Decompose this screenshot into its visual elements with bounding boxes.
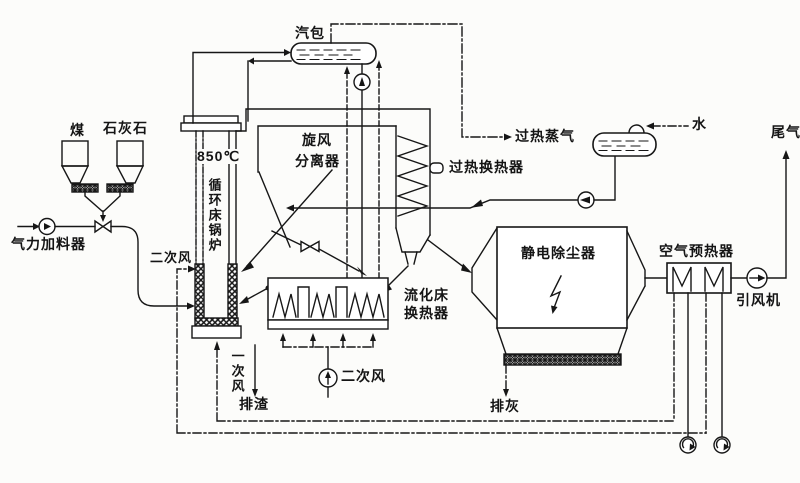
label-cyclone-1: 旋风 <box>302 132 332 148</box>
label-boiler: 循环床锅炉 <box>206 178 222 253</box>
limestone-hopper <box>106 140 145 193</box>
pneumatic-feeder-fan <box>17 217 96 236</box>
label-superheater: 过热换热器 <box>449 159 524 175</box>
label-ash: 排灰 <box>490 398 520 414</box>
saturated-steam-line <box>330 23 512 141</box>
label-slag: 排渣 <box>239 396 269 412</box>
superheater-coil <box>380 135 472 293</box>
coal-feed-line <box>110 225 195 310</box>
induced-draft-fan <box>730 267 768 289</box>
label-pneumatic-feeder: 气力加料器 <box>11 236 86 252</box>
cyclone-separator <box>235 108 431 276</box>
label-esp: 静电除尘器 <box>521 245 596 261</box>
fbhe-air-manifold <box>280 333 376 398</box>
label-superheated-steam: 过热蒸气 <box>515 128 575 144</box>
label-secondary-air-furnace: 二次风 <box>150 250 193 265</box>
label-cyclone-2: 分离器 <box>295 153 340 169</box>
label-fbhe-1: 流化床 <box>404 287 449 303</box>
air-supply-lines <box>673 292 731 454</box>
steam-drum <box>192 42 377 124</box>
water-tank <box>592 122 689 157</box>
ash-discharge-line <box>503 364 509 397</box>
feedwater-line <box>286 155 616 212</box>
tail-gas-line <box>766 150 790 279</box>
slag-discharge-line <box>252 344 258 397</box>
label-air-preheater: 空气预热器 <box>659 243 734 259</box>
evaporator-riser-lines <box>344 60 382 279</box>
fluidized-bed-heat-exchanger <box>267 277 389 330</box>
secondary-air-inlet <box>188 265 196 273</box>
label-steam-drum: 汽包 <box>295 25 325 41</box>
label-primary-air: 一次风 <box>229 349 245 394</box>
label-tail-gas: 尾气 <box>771 124 800 140</box>
coal-hopper <box>60 140 99 193</box>
bottom-distribution-lines <box>176 268 707 434</box>
label-water: 水 <box>692 116 707 132</box>
air-preheater <box>666 262 732 294</box>
label-id-fan: 引风机 <box>736 292 781 308</box>
label-furnace-temperature: 850℃ <box>197 148 241 164</box>
loopseal-return-line <box>239 285 271 304</box>
electrostatic-precipitator <box>471 226 668 366</box>
label-limestone: 石灰石 <box>103 120 148 136</box>
label-coal: 煤 <box>70 122 85 138</box>
label-fbhe-2: 换热器 <box>404 305 449 321</box>
lightning-icon <box>549 275 562 309</box>
label-secondary-air-fbhe: 二次风 <box>341 368 386 384</box>
